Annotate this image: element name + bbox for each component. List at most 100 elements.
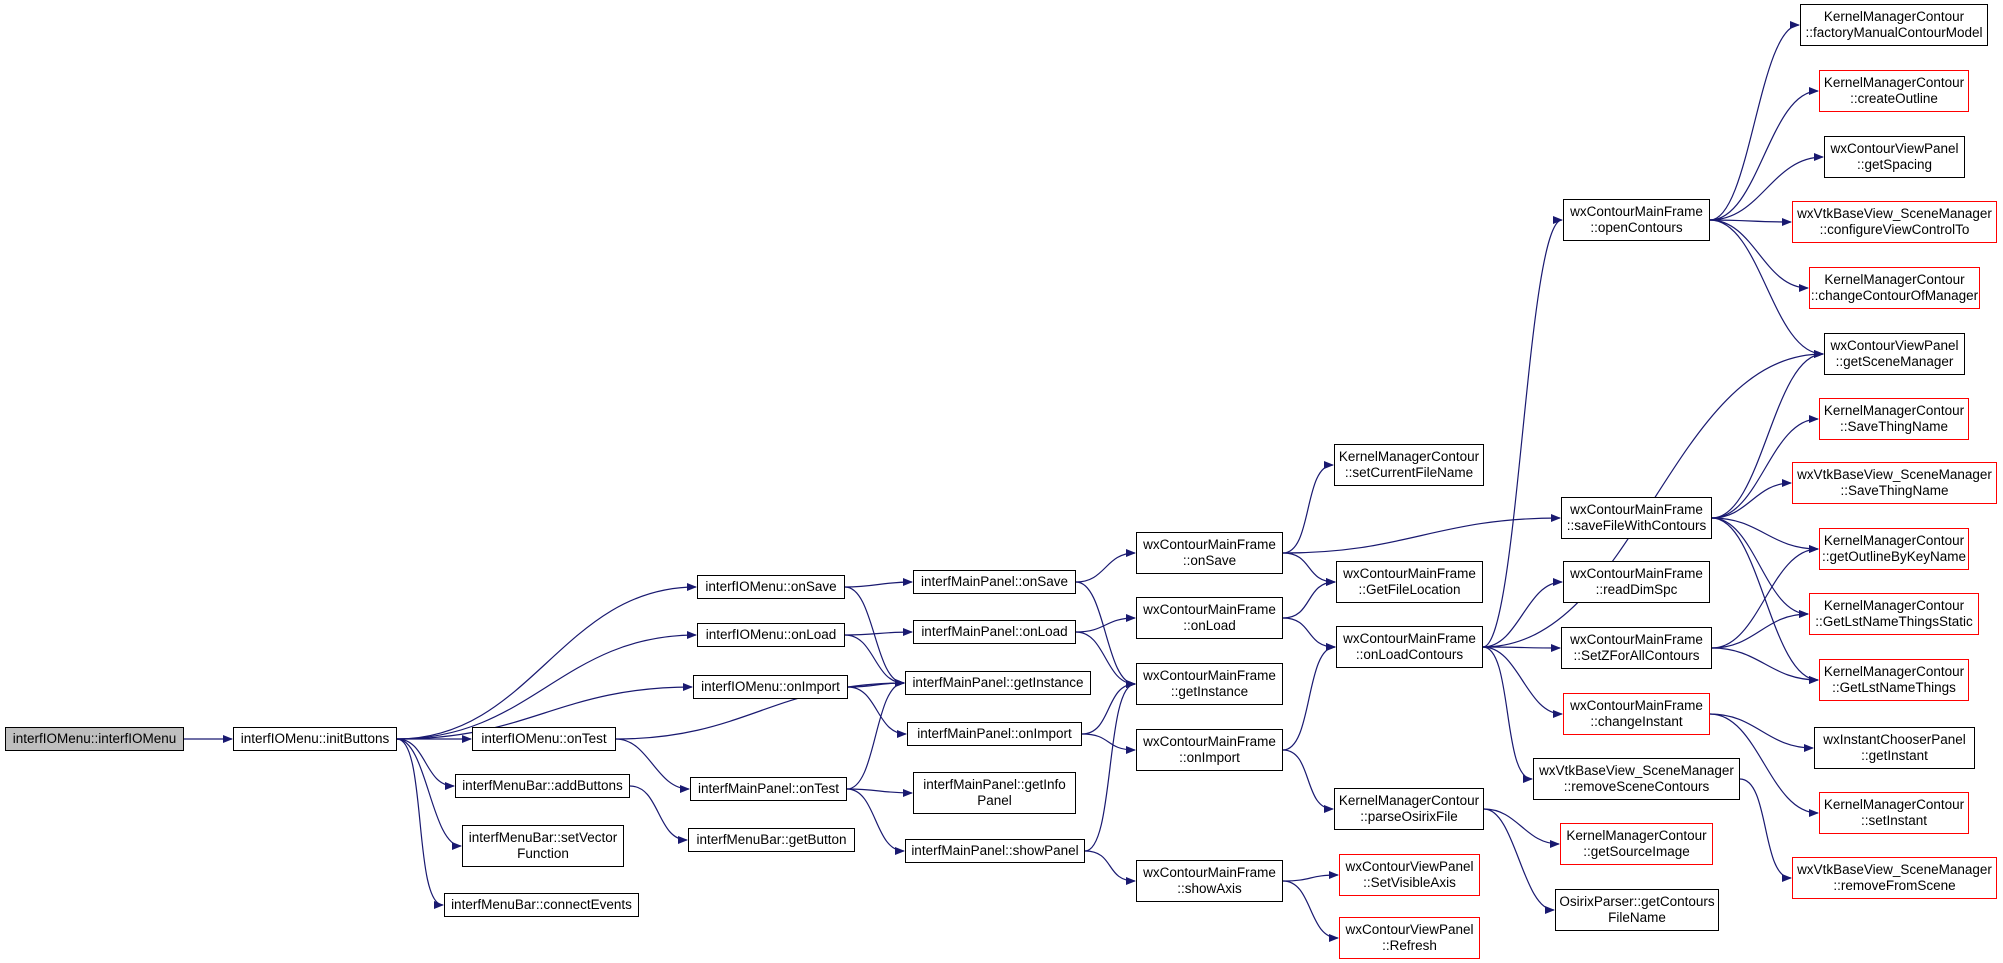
node-kmFactory[interactable]: KernelManagerContour ::factoryManualCont… [1800,4,1988,46]
node-kmParseOsirix[interactable]: KernelManagerContour ::parseOsirixFile [1334,788,1484,830]
node-opGetContours[interactable]: OsirixParser::getContours FileName [1555,889,1719,931]
edge-onTest-to-mpGetInstance [615,679,905,740]
edge-initButtons-to-onImport [396,683,693,740]
edge-mfOnImport-to-kmParseOsirix [1282,749,1334,813]
node-vpSetVisibleAxis[interactable]: wxContourViewPanel ::SetVisibleAxis [1339,854,1480,896]
node-mpOnSave[interactable]: interfMainPanel::onSave [913,570,1076,594]
node-mfOnImport[interactable]: wxContourMainFrame ::onImport [1136,729,1283,771]
node-mfOpenContours[interactable]: wxContourMainFrame ::openContours [1563,199,1710,241]
node-mfReadDimSpc[interactable]: wxContourMainFrame ::readDimSpc [1563,561,1710,603]
edge-onSave-to-mpGetInstance [844,586,905,687]
edge-mfSaveFileWith-to-vpGetSceneManager [1711,350,1824,519]
node-vpRefresh[interactable]: wxContourViewPanel ::Refresh [1339,917,1480,959]
edge-mfSetZ-to-kmGetLstStatic [1711,610,1809,649]
node-mpOnLoad[interactable]: interfMainPanel::onLoad [913,620,1076,644]
edge-initButtons-to-addButtons [396,738,455,790]
node-kmGetLstStatic[interactable]: KernelManagerContour ::GetLstNameThingsS… [1809,593,1979,635]
node-mpGetInfo[interactable]: interfMainPanel::getInfo Panel [913,772,1076,814]
edge-mpOnTest-to-mpShowPanel [846,788,905,855]
node-smSaveThingName[interactable]: wxVtkBaseView_SceneManager ::SaveThingNa… [1792,462,1997,504]
edge-mpOnSave-to-mfGetInstance [1075,581,1136,688]
node-kmGetSourceImage[interactable]: KernelManagerContour ::getSourceImage [1560,823,1713,865]
edge-initButtons-to-setVector [396,738,462,850]
edge-mfChangeInstant-to-kmSetInstant [1709,713,1819,817]
edge-mpOnSave-to-mfOnSave [1075,549,1136,583]
node-kmGetLst[interactable]: KernelManagerContour ::GetLstNameThings [1819,659,1969,701]
edge-onLoad-to-mpGetInstance [844,634,905,687]
node-mbGetButton[interactable]: interfMenuBar::getButton [688,828,855,852]
edge-mfOnLoadContours-to-smRemoveScene [1482,646,1533,783]
node-mpOnTest[interactable]: interfMainPanel::onTest [690,777,847,801]
edge-mfSaveFileWith-to-smSaveThingName [1711,479,1792,519]
node-mfChangeInstant[interactable]: wxContourMainFrame ::changeInstant [1563,693,1710,735]
edge-mpOnTest-to-mpGetInstance [846,679,905,790]
node-mpGetInstance[interactable]: interfMainPanel::getInstance [905,671,1091,695]
edge-mpOnImport-to-mfOnImport [1081,733,1136,754]
edge-mfSetZ-to-kmGetLst [1711,647,1819,684]
node-kmSetCurrentFile[interactable]: KernelManagerContour ::setCurrentFileNam… [1334,444,1484,486]
node-onTest[interactable]: interfIOMenu::onTest [472,727,616,751]
node-setVector[interactable]: interfMenuBar::setVector Function [462,825,624,867]
edge-mpShowPanel-to-mfGetInstance [1084,680,1136,852]
edge-mfOnLoadContours-to-mfOpenContours [1482,216,1563,648]
node-kmSaveThingName[interactable]: KernelManagerContour ::SaveThingName [1819,398,1969,440]
node-vpGetSceneManager[interactable]: wxContourViewPanel ::getSceneManager [1824,333,1965,375]
node-mfSaveFileWith[interactable]: wxContourMainFrame ::saveFileWithContour… [1561,497,1712,539]
edge-mfChangeInstant-to-icGetInstant [1709,713,1814,752]
edge-onTest-to-mpOnTest [615,738,690,793]
edge-mfSaveFileWith-to-kmGetLstStatic [1711,517,1809,618]
edge-mfOnLoad-to-mfOnLoadContours [1282,617,1336,651]
node-onImport[interactable]: interfIOMenu::onImport [693,675,848,699]
edge-mfOnSave-to-mfGetFileLocation [1282,552,1336,586]
edge-kmParseOsirix-to-kmGetSourceImage [1483,808,1560,848]
node-mfOnLoad[interactable]: wxContourMainFrame ::onLoad [1136,597,1283,639]
edge-initButtons-to-connectEvents [396,738,444,909]
edge-mfSetZ-to-kmGetOutlineByKey [1711,545,1819,649]
node-mpShowPanel[interactable]: interfMainPanel::showPanel [905,839,1085,863]
edge-initButtons-to-onLoad [396,631,697,740]
node-onLoad[interactable]: interfIOMenu::onLoad [697,623,845,647]
node-smRemoveScene[interactable]: wxVtkBaseView_SceneManager ::removeScene… [1533,758,1740,800]
edge-kmParseOsirix-to-opGetContours [1483,808,1555,914]
edge-mfOnLoadContours-to-mfReadDimSpc [1482,578,1563,648]
node-mpOnImport[interactable]: interfMainPanel::onImport [907,722,1082,746]
edge-mfSaveFileWith-to-kmSaveThingName [1711,415,1819,519]
edge-mfShowAxis-to-vpSetVisibleAxis [1282,871,1339,882]
edge-mfOpenContours-to-smConfigure [1709,217,1792,226]
node-mfShowAxis[interactable]: wxContourMainFrame ::showAxis [1136,860,1283,902]
edge-mfOpenContours-to-vpGetSpacing [1709,153,1824,221]
node-kmCreateOutline[interactable]: KernelManagerContour ::createOutline [1819,70,1969,112]
node-smRemoveFrom[interactable]: wxVtkBaseView_SceneManager ::removeFromS… [1792,857,1997,899]
node-onSave[interactable]: interfIOMenu::onSave [697,575,845,599]
node-root[interactable]: interfIOMenu::interfIOMenu [5,727,184,751]
edge-mfOnSave-to-kmSetCurrentFile [1282,461,1334,554]
node-icGetInstant[interactable]: wxInstantChooserPanel ::getInstant [1814,727,1975,769]
node-mfGetFileLocation[interactable]: wxContourMainFrame ::GetFileLocation [1336,561,1483,603]
edge-addButtons-to-mbGetButton [629,785,688,844]
edge-initButtons-to-onSave [396,583,697,740]
node-mfOnSave[interactable]: wxContourMainFrame ::onSave [1136,532,1283,574]
node-mfGetInstance[interactable]: wxContourMainFrame ::getInstance [1136,663,1283,705]
node-smConfigure[interactable]: wxVtkBaseView_SceneManager ::configureVi… [1792,201,1997,243]
edge-onImport-to-mpOnImport [847,686,907,738]
edge-onSave-to-mpOnSave [844,578,913,588]
node-kmSetInstant[interactable]: KernelManagerContour ::setInstant [1819,792,1969,834]
node-initButtons[interactable]: interfIOMenu::initButtons [233,727,397,751]
edge-mfOnSave-to-mfSaveFileWith [1282,514,1561,554]
edge-mfOnLoadContours-to-mfChangeInstant [1482,646,1563,718]
node-kmChangeContour[interactable]: KernelManagerContour ::changeContourOfMa… [1809,267,1980,309]
node-mfOnLoadContours[interactable]: wxContourMainFrame ::onLoadContours [1336,626,1483,668]
node-vpGetSpacing[interactable]: wxContourViewPanel ::getSpacing [1824,136,1965,178]
edge-mpOnTest-to-mpGetInfo [846,788,913,797]
node-kmGetOutlineByKey[interactable]: KernelManagerContour ::getOutlineByKeyNa… [1819,528,1969,570]
edge-mfOpenContours-to-kmCreateOutline [1709,87,1819,221]
edge-onLoad-to-mpOnLoad [844,628,913,637]
edge-smRemoveScene-to-smRemoveFrom [1739,778,1792,882]
edge-mfOnImport-to-mfOnLoadContours [1282,643,1336,751]
edge-mfOnLoad-to-mfGetFileLocation [1282,578,1336,619]
node-connectEvents[interactable]: interfMenuBar::connectEvents [444,893,639,917]
node-mfSetZ[interactable]: wxContourMainFrame ::SetZForAllContours [1561,627,1712,669]
node-addButtons[interactable]: interfMenuBar::addButtons [455,774,630,798]
